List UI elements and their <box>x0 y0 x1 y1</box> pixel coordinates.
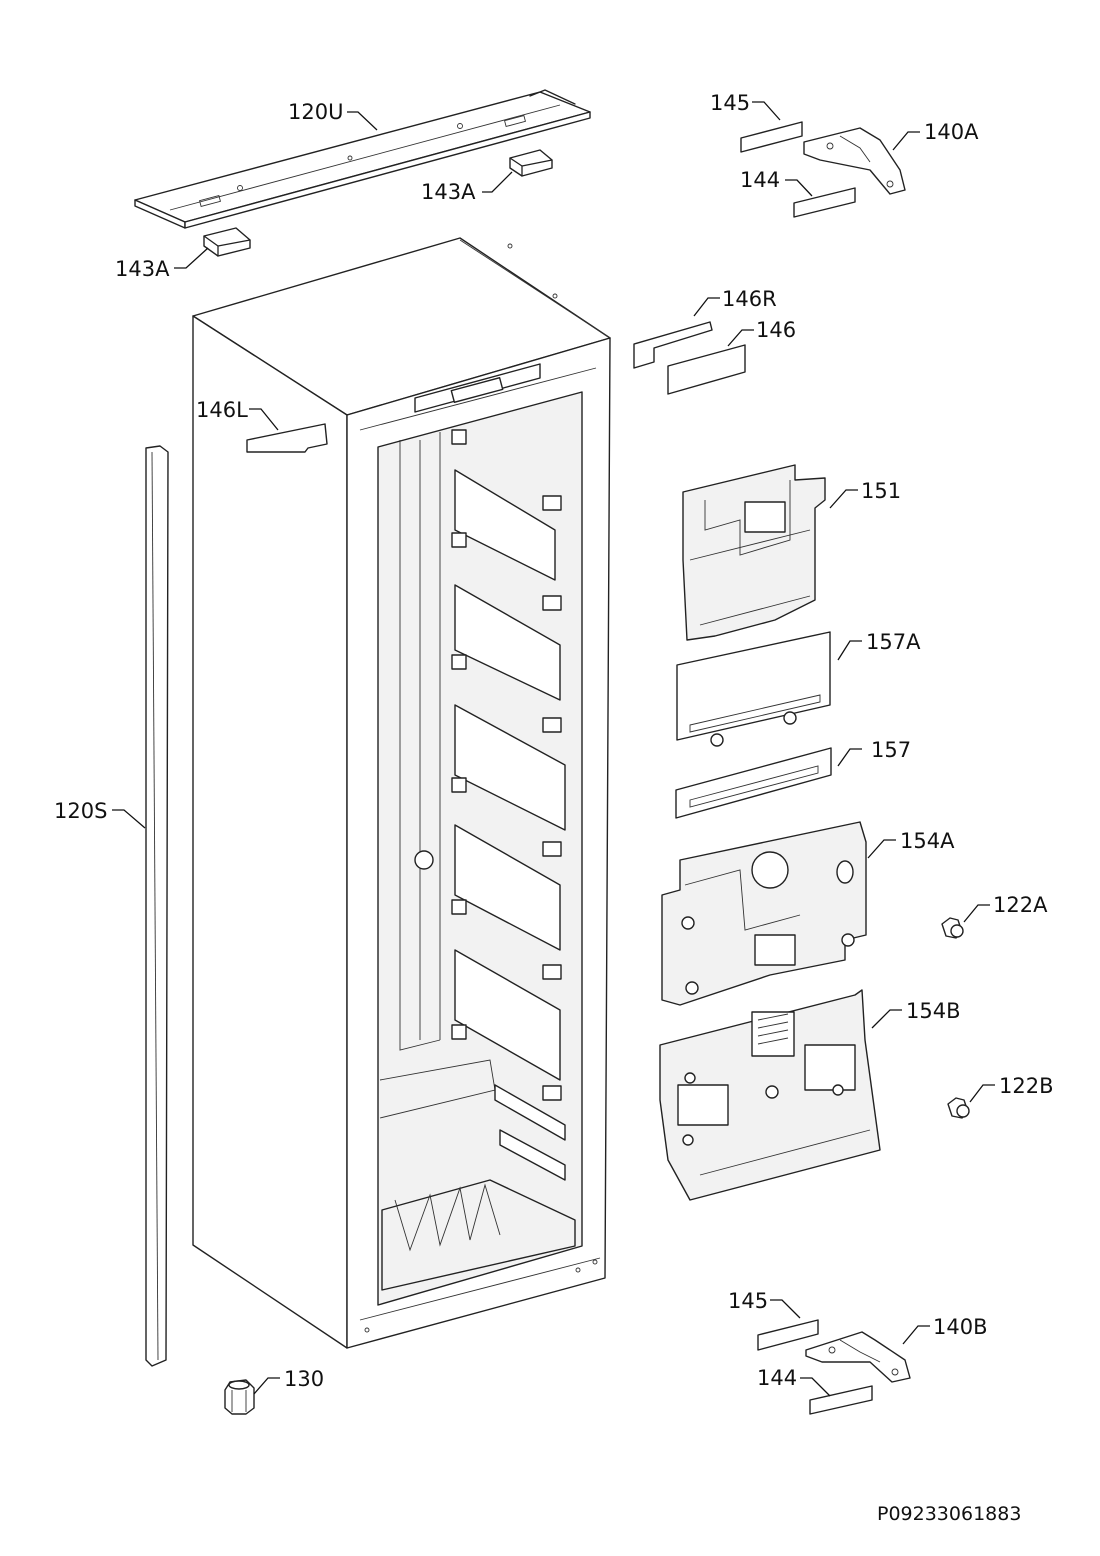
label-143a-top: 143A <box>421 180 476 204</box>
part-122b-screw <box>947 1097 970 1119</box>
part-122a-screw <box>941 917 964 939</box>
label-154a: 154A <box>900 829 955 853</box>
part-146-cover <box>667 344 746 395</box>
label-146l: 146L <box>196 398 248 422</box>
part-labels: 120U 143A 143A 145 140A 144 146R 146 146… <box>54 91 1054 1525</box>
label-143a-left: 143A <box>115 257 170 281</box>
part-120s-seal-strip <box>145 445 169 1367</box>
label-120s: 120S <box>54 799 107 823</box>
part-130-foot <box>224 1379 255 1415</box>
label-120u: 120U <box>288 100 343 124</box>
part-143a-bracket-right <box>509 149 553 177</box>
label-130: 130 <box>284 1367 324 1391</box>
part-145-plate-bottom <box>757 1319 819 1351</box>
label-157: 157 <box>871 738 911 762</box>
part-144-strip-top <box>793 187 856 218</box>
label-144-bottom: 144 <box>757 1366 797 1390</box>
label-122b: 122B <box>999 1074 1054 1098</box>
label-145-top: 145 <box>710 91 750 115</box>
label-157a: 157A <box>866 630 921 654</box>
part-157a-panel <box>676 631 831 747</box>
label-146: 146 <box>756 318 796 342</box>
label-140b: 140B <box>933 1315 988 1339</box>
label-144-top: 144 <box>740 168 780 192</box>
part-151-panel <box>682 464 826 641</box>
part-cabinet-body <box>192 237 611 1349</box>
reference-code: P09233061883 <box>877 1503 1021 1525</box>
part-154a-housing <box>661 821 867 1006</box>
label-154b: 154B <box>906 999 961 1023</box>
label-146r: 146R <box>722 287 777 311</box>
part-140a-hinge <box>803 127 906 195</box>
label-140a: 140A <box>924 120 979 144</box>
part-146r-cover <box>633 321 713 369</box>
label-122a: 122A <box>993 893 1048 917</box>
part-154b-housing <box>659 989 881 1201</box>
part-143a-bracket-left <box>203 227 251 257</box>
label-151: 151 <box>861 479 901 503</box>
label-145-bottom: 145 <box>728 1289 768 1313</box>
leader-lines <box>112 101 995 1397</box>
part-120u-top-rail <box>134 89 591 229</box>
part-157-strip <box>675 747 832 819</box>
part-140b-hinge <box>805 1331 911 1383</box>
part-144-strip-bottom <box>809 1385 873 1415</box>
part-145-plate-top <box>740 121 803 153</box>
part-146l-cover <box>246 423 328 453</box>
